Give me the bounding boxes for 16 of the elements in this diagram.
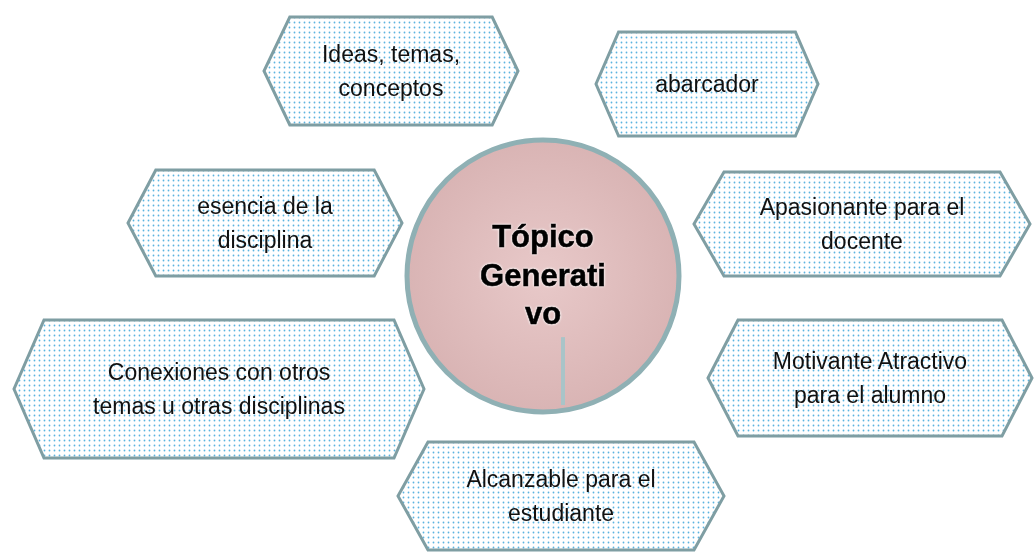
node-text: Apasionante para el docente (758, 192, 966, 256)
hexagon-box (692, 170, 1032, 278)
hexagon-box (262, 15, 520, 127)
node-text: Ideas, temas, conceptos (320, 39, 462, 103)
hexagon-box (706, 318, 1034, 438)
node-text: Tópico Generati vo (479, 217, 607, 334)
node-text: abarcador (655, 69, 759, 99)
node-text: Alcanzable para el estudiante (465, 464, 657, 528)
circle-node (404, 137, 682, 415)
node-text: Motivante Atractivo para el alumno (771, 346, 969, 410)
hexagon-box (396, 440, 726, 552)
hexagon-box (12, 318, 426, 460)
hexagon-box (126, 168, 404, 278)
node-text: esencia de la disciplina (196, 191, 334, 255)
node-text: Conexiones con otros temas u otras disciplinas (92, 357, 346, 421)
hexagon-box (594, 30, 820, 138)
